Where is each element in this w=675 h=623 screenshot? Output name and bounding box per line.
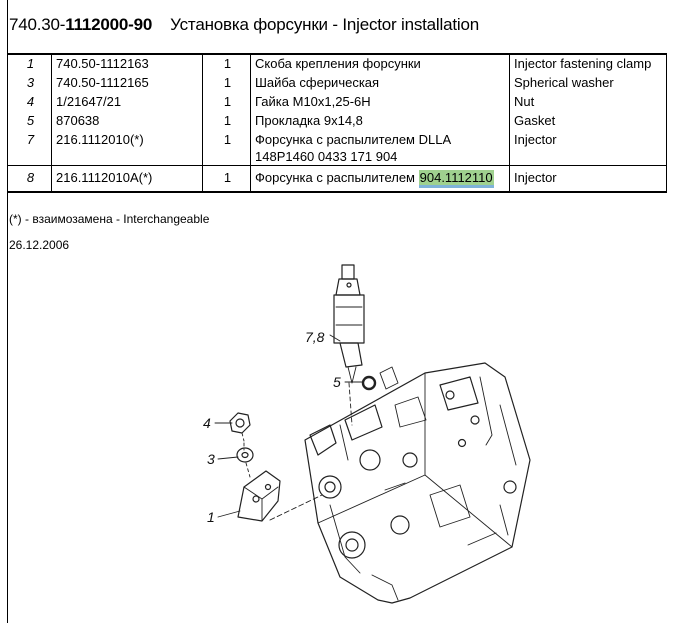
cell-position: 1: [7, 53, 52, 74]
cell-name-ru: Прокладка 9х14,8: [250, 112, 510, 131]
page-title: 740.30-1112000-90 Установка форсунки - In…: [9, 15, 479, 35]
callout-5: 5: [333, 374, 341, 390]
cell-part-number: 870638: [51, 112, 203, 131]
injector-part: [333, 264, 365, 384]
table-row: 1 740.50-1112163 1 Скоба крепления форсу…: [7, 53, 667, 74]
table-row: 5 870638 1 Прокладка 9х14,8 Gasket: [7, 112, 667, 131]
cell-quantity: 1: [202, 112, 251, 131]
cell-quantity: 1: [202, 131, 251, 166]
left-margin-rule: [7, 0, 8, 623]
cell-part-number: 216.1112010(*): [51, 131, 203, 166]
interchangeable-note: (*) - взаимозамена - Interchangeable: [9, 212, 210, 226]
cell-name-en: Injector fastening clamp: [509, 53, 667, 74]
cell-name-ru: Форсунка с распылителем DLLA 148P1460 043…: [250, 131, 510, 166]
table-row: 8 216.1112010А(*) 1 Форсунка с распылите…: [7, 165, 667, 193]
cell-quantity: 1: [202, 93, 251, 112]
leader-lines: [214, 334, 363, 521]
cell-part-number: 216.1112010А(*): [51, 165, 203, 193]
cell-name-ru: Скоба крепления форсунки: [250, 53, 510, 74]
name-ru-line1: Форсунка с распылителем DLLA: [255, 132, 452, 147]
cell-part-number: 740.50-1112165: [51, 74, 203, 93]
assembly-name: Установка форсунки - Injector installati…: [170, 15, 479, 34]
cell-position: 7: [7, 131, 52, 166]
table-row: 3 740.50-1112165 1 Шайба сферическая Sph…: [7, 74, 667, 93]
table-row: 4 1/21647/21 1 Гайка М10х1,25-6Н Nut: [7, 93, 667, 112]
cell-name-ru: Шайба сферическая: [250, 74, 510, 93]
name-ru-text: Форсунка с распылителем: [255, 170, 415, 185]
highlighted-code: 904.1112110: [418, 170, 494, 188]
callout-7-8: 7,8: [305, 329, 325, 345]
cell-position: 5: [7, 112, 52, 131]
cell-name-en: Injector: [509, 131, 667, 166]
assembly-code-bold: 1112000-90: [65, 15, 153, 34]
cell-name-ru: Форсунка с распылителем 904.1112110: [250, 165, 510, 193]
callout-3: 3: [207, 451, 215, 467]
cell-part-number: 1/21647/21: [51, 93, 203, 112]
cell-quantity: 1: [202, 165, 251, 193]
name-ru-line2: 148P1460 0433 171 904: [255, 149, 398, 164]
assembly-code-prefix: 740.30-: [9, 15, 66, 34]
cell-part-number: 740.50-1112163: [51, 53, 203, 74]
table-row: 7 216.1112010(*) 1 Форсунка с распылител…: [7, 131, 667, 166]
cell-position: 3: [7, 74, 52, 93]
cell-name-ru: Гайка М10х1,25-6Н: [250, 93, 510, 112]
nut-part: [229, 412, 251, 434]
cylinder-head: [304, 362, 531, 604]
clamp-part: [237, 470, 281, 522]
parts-table: 1 740.50-1112163 1 Скоба крепления форсу…: [7, 53, 667, 193]
cell-quantity: 1: [202, 74, 251, 93]
washer-part: [236, 447, 254, 463]
callout-4: 4: [203, 415, 211, 431]
cell-position: 8: [7, 165, 52, 193]
document-date: 26.12.2006: [9, 238, 70, 252]
callout-1: 1: [207, 509, 215, 525]
cell-quantity: 1: [202, 53, 251, 74]
cell-name-en: Spherical washer: [509, 74, 667, 93]
cell-name-en: Nut: [509, 93, 667, 112]
injector-assembly-drawing: 7,8 5 4 3 1: [203, 264, 531, 604]
gasket-part: [361, 375, 377, 391]
cell-name-en: Injector: [509, 165, 667, 193]
cell-position: 4: [7, 93, 52, 112]
cell-name-en: Gasket: [509, 112, 667, 131]
